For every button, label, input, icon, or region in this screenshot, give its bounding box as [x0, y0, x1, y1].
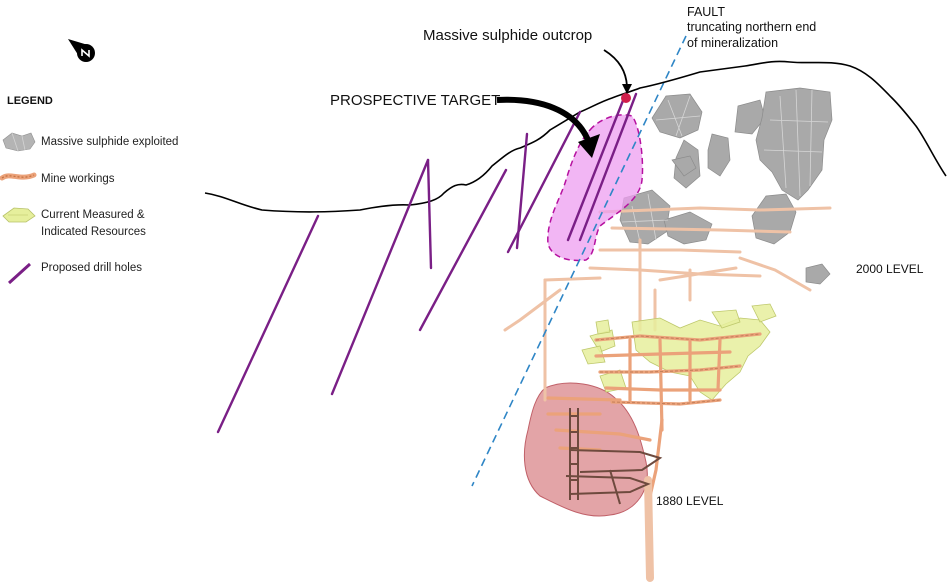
drill-hole-4 [418, 168, 508, 332]
legend-label-resources-2: Indicated Resources [41, 226, 146, 238]
level-label-2000: 2000 LEVEL [856, 262, 924, 276]
proposed-drill-holes [216, 92, 638, 434]
target-callout: PROSPECTIVE TARGET [330, 92, 501, 109]
main-shaft [644, 476, 654, 582]
drill-hole-2 [330, 158, 430, 396]
legend-swatch-workings [0, 172, 37, 181]
legend-swatch-sulphide [2, 132, 36, 152]
fault-description-1: truncating northern end [687, 20, 817, 34]
outcrop-marker [621, 93, 631, 103]
drill-hole-8 [578, 92, 638, 242]
massive-sulphide-bodies [619, 87, 833, 285]
legend-label-workings: Mine workings [41, 173, 115, 185]
lower-infrastructure [565, 408, 663, 505]
legend-label-resources: Current Measured & [41, 209, 145, 221]
fault-label: FAULT [687, 5, 725, 19]
level-label-1880: 1880 LEVEL [656, 494, 724, 508]
legend-label-drill-holes: Proposed drill holes [41, 262, 143, 274]
legend-label-sulphide: Massive sulphide exploited [41, 136, 179, 148]
fault-line [471, 35, 687, 487]
legend-swatch-drill-hole [7, 262, 32, 285]
prospective-target-zone [547, 114, 644, 262]
legend-swatch-resources [2, 207, 36, 223]
drill-hole-1 [216, 214, 320, 434]
drill-hole-3 [426, 158, 433, 270]
fault-description-2: of mineralization [687, 36, 779, 50]
target-arrow [496, 96, 600, 158]
outcrop-callout: Massive sulphide outcrop [423, 27, 593, 44]
legend-title: LEGEND [7, 95, 53, 107]
north-arrow-icon [68, 39, 95, 62]
drill-hole-6 [506, 110, 582, 254]
outcrop-arrow [603, 49, 632, 94]
workings-detail [595, 333, 761, 405]
drill-hole-7 [566, 96, 626, 242]
